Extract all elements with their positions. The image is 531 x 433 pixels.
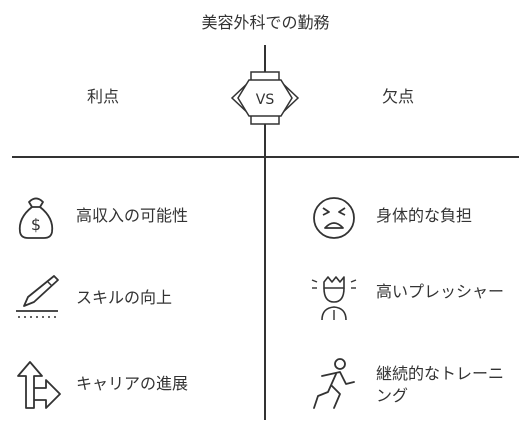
- vs-badge: VS: [230, 71, 300, 125]
- money-bag-icon: $: [18, 197, 54, 239]
- diagram-title: 美容外科での勤務: [201, 13, 330, 32]
- vs-label: VS: [256, 92, 275, 108]
- cons-item-1: 身体的な負担: [376, 206, 473, 225]
- pros-heading: 利点: [86, 87, 119, 106]
- pros-item-3: キャリアの進展: [76, 374, 189, 393]
- scalpel-icon: [16, 275, 59, 318]
- pros-item-2: スキルの向上: [76, 288, 173, 307]
- stressed-person-icon: [311, 276, 357, 321]
- pros-item-1: 高収入の可能性: [76, 206, 189, 225]
- cons-item-2: 高いプレッシャー: [376, 282, 505, 301]
- cons-item-3: 継続的なトレーニング: [376, 364, 505, 405]
- cons-heading: 欠点: [381, 87, 414, 106]
- running-person-icon: [313, 358, 355, 409]
- tired-face-icon: [313, 197, 355, 239]
- svg-text:$: $: [31, 215, 41, 234]
- direction-arrows-icon: [17, 361, 61, 409]
